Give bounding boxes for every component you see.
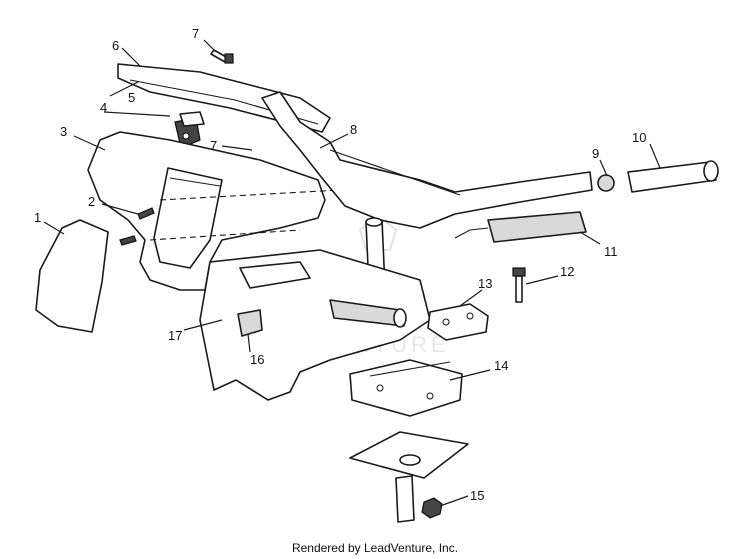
callout-2: 2 — [88, 194, 95, 209]
callout-9: 9 — [592, 146, 599, 161]
steering-base-plate — [349, 431, 469, 523]
footer-credit: Rendered by LeadVenture, Inc. — [291, 541, 459, 555]
part-15-nut — [421, 497, 443, 519]
part-3-handlebar-pod — [87, 131, 341, 291]
callout-1: 1 — [34, 210, 41, 225]
callout-13: 13 — [478, 276, 492, 291]
callout-8: 8 — [350, 122, 357, 137]
callout-16: 16 — [250, 352, 264, 367]
callout-5: 5 — [128, 90, 135, 105]
part-13-upper-clamp — [427, 303, 489, 341]
callout-4: 4 — [100, 100, 107, 115]
callout-7-lower: 7 — [210, 138, 217, 153]
callout-11: 11 — [604, 244, 618, 259]
part-17-dash-panel — [199, 249, 431, 401]
callout-12: 12 — [560, 264, 574, 279]
callout-14: 14 — [494, 358, 508, 373]
part-9-bar-end — [597, 174, 615, 192]
part-14-lower-clamp — [349, 359, 463, 417]
callout-3: 3 — [60, 124, 67, 139]
callout-7-top: 7 — [192, 26, 199, 41]
part-1-lower-panel — [35, 219, 109, 333]
part-16-bracket — [237, 309, 263, 337]
part-10-grip — [627, 160, 719, 193]
part-2-screws — [119, 207, 155, 246]
leader-lines — [43, 39, 661, 507]
part-12-bolt — [512, 267, 526, 303]
callouts: 1 2 3 4 5 6 7 7 8 9 10 11 12 13 14 15 16… — [34, 26, 646, 503]
part-8-handlebar — [261, 91, 593, 229]
callout-10: 10 — [632, 130, 646, 145]
part-11-heated-grip — [454, 211, 587, 243]
callout-17: 17 — [168, 328, 182, 343]
callout-6: 6 — [112, 38, 119, 53]
part-7-screw-top — [210, 49, 234, 64]
part-4-switch — [174, 111, 205, 149]
callout-15: 15 — [470, 488, 484, 503]
